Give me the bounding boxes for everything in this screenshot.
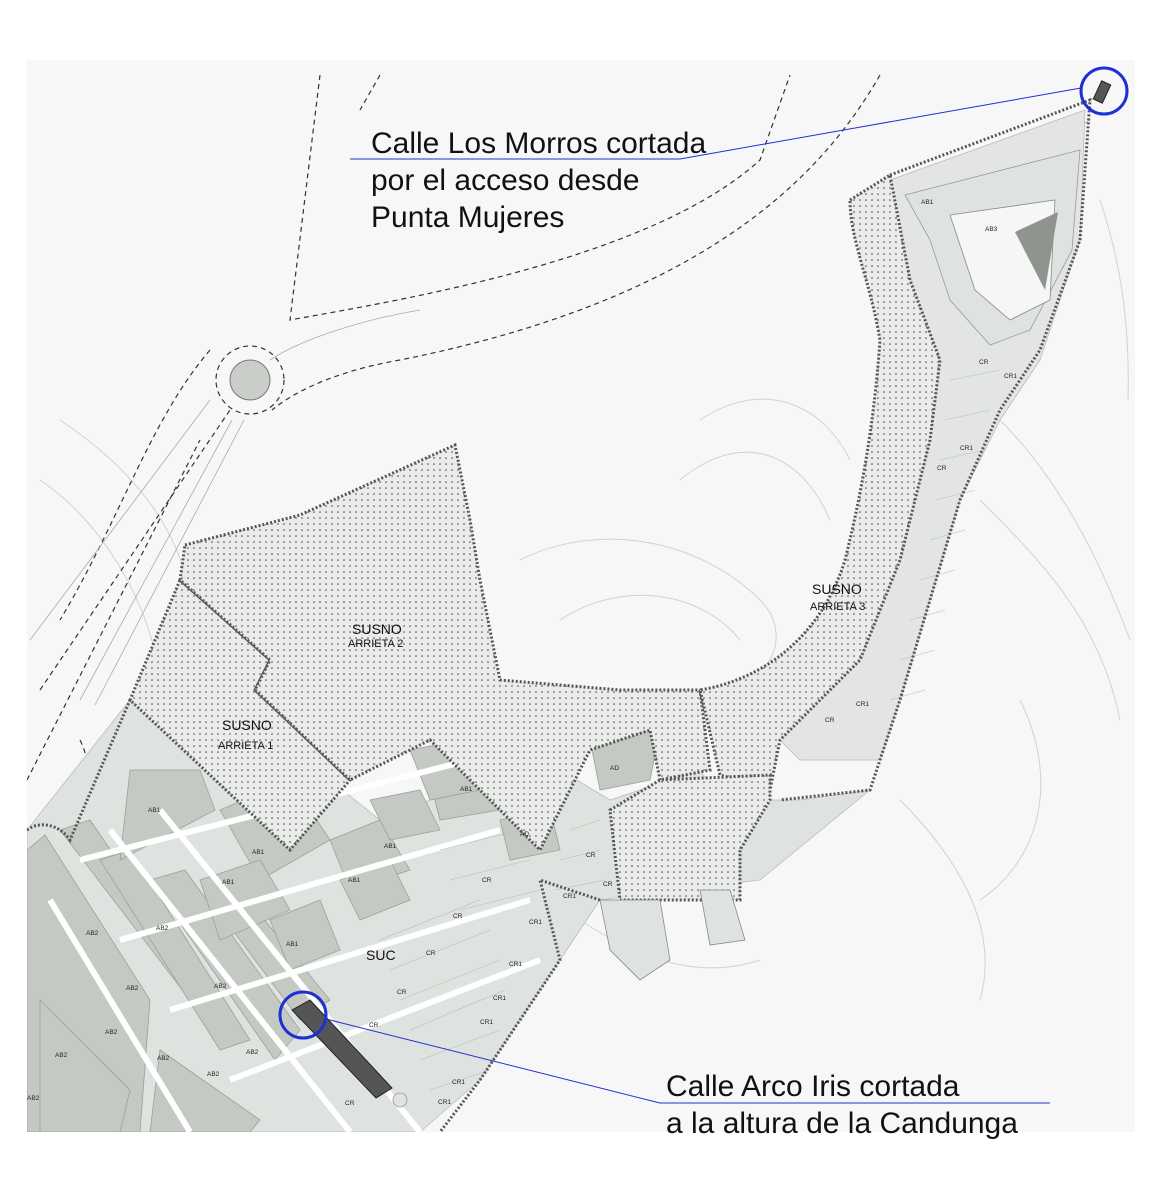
parcel-code: AB2 [157,1055,170,1062]
highway-dashed [27,74,881,831]
callout-text-line2: a la altura de la Candunga [666,1107,1018,1140]
parcel-code: AB1 [252,849,265,856]
parcel-code: CR [825,717,835,724]
base-map [27,60,1135,1132]
zone-arrieta-1-subtitle: ARRIETA 1 [218,740,273,752]
zone-arrieta-3-subtitle: ARRIETA 3 [810,601,865,613]
parcel-code: AB1 [222,879,235,886]
parcel-code: CR [482,877,492,884]
parcel-code: AB2 [156,925,169,932]
parcel-code: AB1 [384,843,397,850]
parcel-code: AB1 [460,786,473,793]
parcel-code: AB2 [207,1071,220,1078]
parcel-code: CR [603,881,613,888]
parcel-code: AB1 [148,807,161,814]
parcel-code: CR1 [1004,373,1017,380]
callout-circle [278,990,328,1040]
parcel-code: CR1 [509,961,522,968]
callout-arco-iris: Calle Arco Iris cortada a la altura de l… [278,990,1050,1140]
zone-arrieta-1-title: SUSNO [222,717,272,733]
parcel-code: CR1 [480,1019,493,1026]
callout-leader-line [350,87,1082,160]
callout-text-line1: Calle Los Morros cortada [371,127,706,160]
closed-street-morros [1092,80,1112,104]
road-edges [29,119,1091,706]
zone-arrieta-3 [698,172,942,792]
callout-text-line1: Calle Arco Iris cortada [666,1070,960,1103]
zone-arrieta-2-title: SUSNO [352,621,402,637]
parcel-code: AB2 [55,1052,68,1059]
small-lots [379,369,1001,1091]
parcel-code: CR [586,852,596,859]
parcel-code: AB1 [921,199,934,206]
parcel-code: CR1 [493,995,506,1002]
parcel-code: CR [426,950,436,957]
parcel-code: AB2 [105,1029,118,1036]
parcel-code: CR [369,1022,379,1029]
parcel-code: CR1 [529,919,542,926]
roundabout [215,345,285,415]
callout-text-line2: por el acceso desde [371,164,640,197]
parcel-code: CR1 [563,893,576,900]
parcel-code: CR [397,989,407,996]
callout-leader-line [325,1018,1050,1104]
parcel-code: CR1 [438,1099,451,1106]
parcel-code: AB3 [985,226,998,233]
parcel-code: AB2 [214,983,227,990]
parcel-code: AB2 [126,985,139,992]
zone-arrieta-3-title: SUSNO [812,581,862,597]
callout-circle [1079,66,1129,116]
parcel-code: CR1 [856,701,869,708]
parcel-codes: AB1 AB3 CR CR1 CR1 CR CR1 CR AD AD AB1 A… [27,199,1017,1107]
zone-arrieta-2-subtitle: ARRIETA 2 [348,638,403,650]
parcel-code: AD [610,765,619,772]
zone-suc-label: SUC [366,947,396,963]
closed-street-arco-iris [291,999,408,1108]
parcel-code: AB1 [286,941,299,948]
parcel-code: CR [453,913,463,920]
parcel-code: CR1 [960,445,973,452]
parcel-code: CR [937,465,947,472]
callout-text-line3: Punta Mujeres [371,201,564,234]
parcel-code: CR [979,359,989,366]
parcel-code: AB2 [246,1049,259,1056]
suc-boundary [27,699,132,844]
parcel-code: AD [520,831,529,838]
parcel-code: CR1 [452,1079,465,1086]
coastal-boundary [779,97,1092,802]
callout-los-morros: Calle Los Morros cortada por el acceso d… [350,66,1129,234]
harbour [599,889,746,981]
zone-labels: SUSNO ARRIETA 2 SUSNO ARRIETA 1 SUSNO AR… [218,581,865,963]
parcel-code: CR [345,1100,355,1107]
parcel-code: AB1 [348,877,361,884]
parcel-code: AB2 [27,1095,40,1102]
coastal-boundary-south [438,877,601,1132]
susno-zones [27,97,1092,1132]
parcel-code: AB2 [86,930,99,937]
